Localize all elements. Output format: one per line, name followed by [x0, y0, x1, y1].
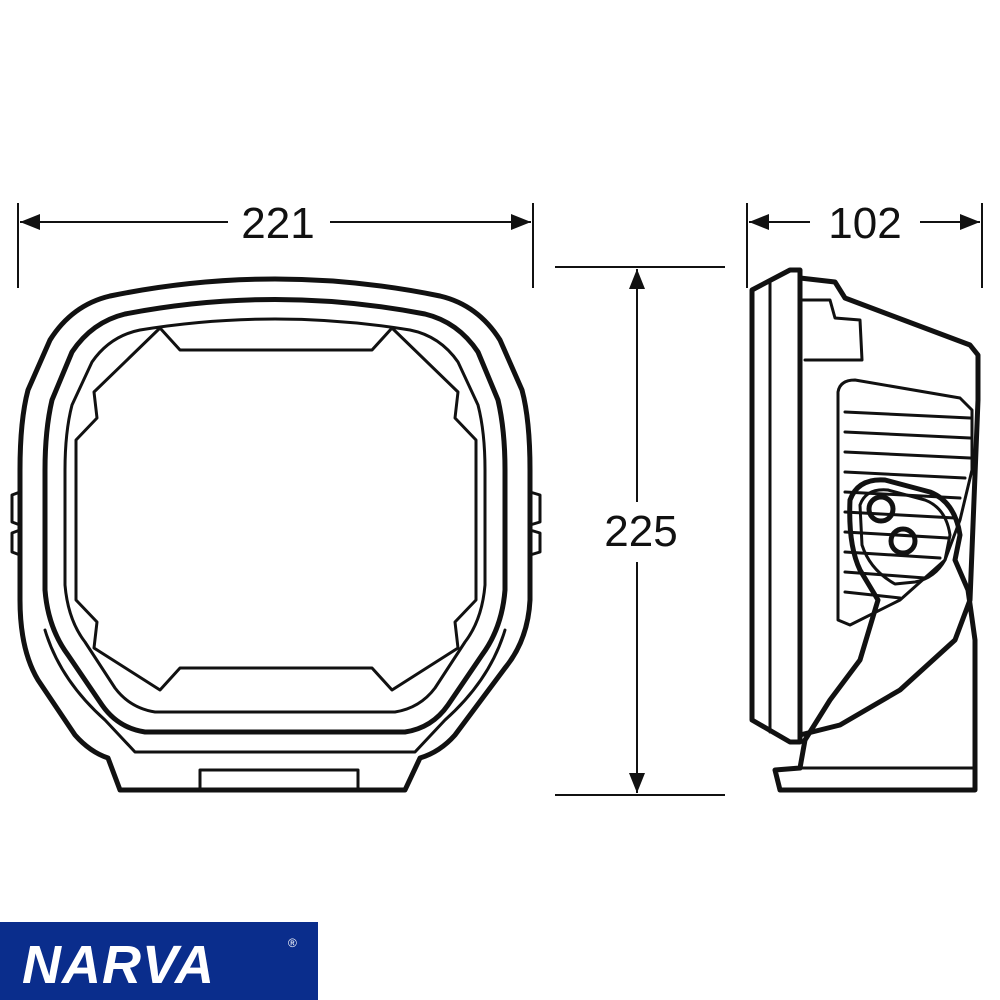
- front-lens: [74, 326, 478, 692]
- side-housing: [797, 275, 981, 738]
- side-heatsink: [836, 378, 974, 627]
- front-lower-step: [43, 628, 507, 754]
- side-heatsink-fins: [843, 410, 972, 600]
- side-view: [749, 267, 981, 793]
- side-top-notch: [798, 298, 864, 362]
- depth-dimension: 102: [746, 199, 983, 288]
- side-bracket-plate: [858, 488, 952, 586]
- front-mount-plate: [198, 768, 360, 792]
- front-rim: [42, 297, 508, 735]
- side-front-bezel: [749, 267, 803, 745]
- height-dimension: 225: [555, 266, 725, 796]
- narva-logo-text: NARVA: [22, 935, 215, 995]
- side-bolt-lower: [888, 526, 918, 556]
- side-bolt-upper: [866, 494, 896, 524]
- front-left-tab: [10, 490, 22, 527]
- height-value: 225: [604, 507, 677, 556]
- width-dimension: 221: [17, 199, 534, 288]
- side-mount-bracket: [772, 477, 978, 793]
- depth-value: 102: [828, 199, 901, 248]
- front-right-tab: [528, 490, 542, 527]
- front-view: [10, 276, 542, 793]
- registered-mark: ®: [288, 936, 297, 950]
- front-left-tab-2: [10, 528, 22, 557]
- front-right-tab-2: [528, 528, 542, 557]
- front-outer-housing: [17, 276, 533, 793]
- front-bezel: [63, 317, 487, 714]
- width-value: 221: [241, 199, 314, 248]
- narva-logo: NARVA ®: [0, 922, 318, 1000]
